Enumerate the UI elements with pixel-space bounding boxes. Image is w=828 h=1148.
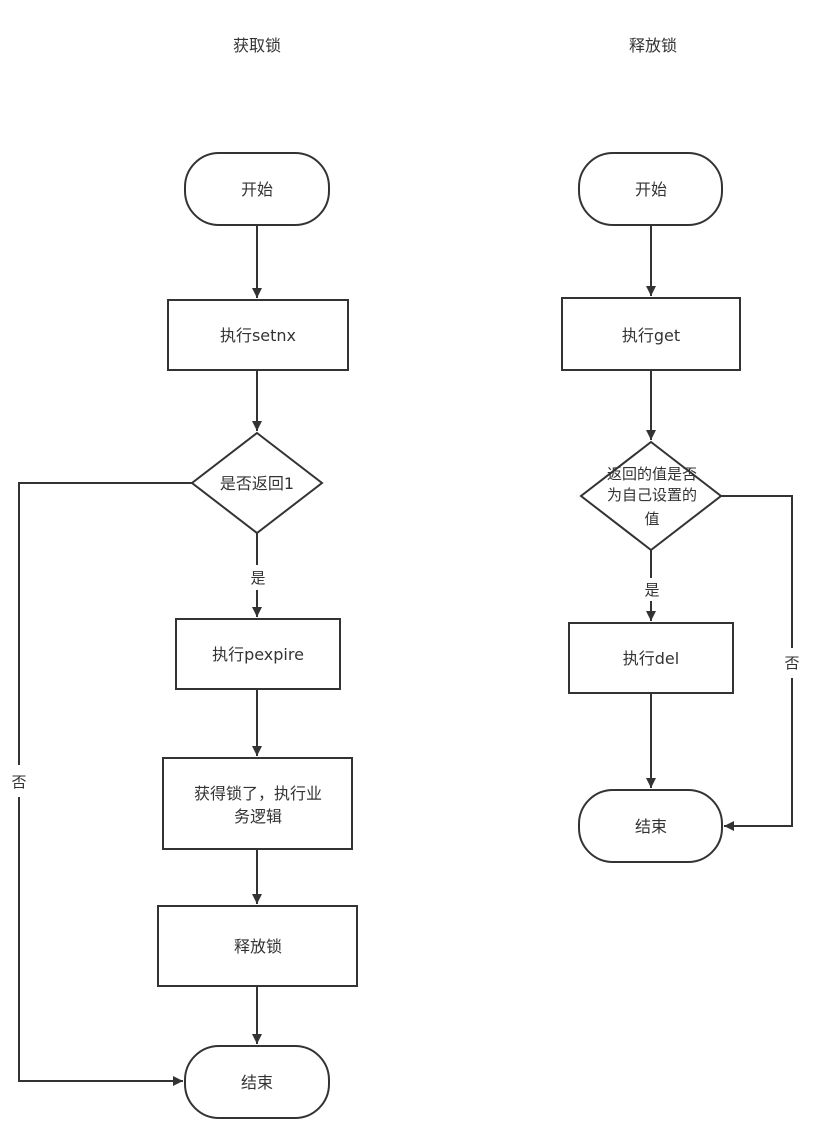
acquire-release-label: 释放锁 bbox=[234, 937, 282, 956]
release-check-label-line2: 为自己设置的 bbox=[607, 486, 697, 504]
acquire-setnx-label: 执行setnx bbox=[220, 326, 296, 345]
acquire-no-line-top bbox=[18, 482, 192, 765]
acquire-no-label: 否 bbox=[11, 773, 26, 791]
acquire-pexpire-label: 执行pexpire bbox=[212, 645, 304, 664]
release-check-node: 返回的值是否 为自己设置的 值 bbox=[579, 440, 723, 552]
release-end-label: 结束 bbox=[635, 817, 667, 836]
release-check-label-line3: 值 bbox=[644, 510, 659, 528]
acquire-title: 获取锁 bbox=[233, 36, 281, 55]
release-start-label: 开始 bbox=[635, 180, 667, 199]
release-title: 释放锁 bbox=[629, 36, 677, 55]
release-check-label-line1: 返回的值是否 bbox=[607, 465, 697, 483]
acquire-release-node: 释放锁 bbox=[157, 905, 358, 987]
release-no-line-top bbox=[721, 495, 793, 648]
acquire-start-label: 开始 bbox=[241, 180, 273, 199]
acquire-business-label-line1: 获得锁了，执行业 bbox=[194, 784, 322, 803]
release-get-node: 执行get bbox=[561, 297, 741, 371]
release-no-label: 否 bbox=[784, 654, 799, 672]
acquire-check-node: 是否返回1 bbox=[190, 431, 324, 535]
release-start-node: 开始 bbox=[578, 152, 723, 226]
acquire-end-label: 结束 bbox=[241, 1073, 273, 1092]
acquire-no-arrow bbox=[18, 797, 183, 1086]
release-del-label: 执行del bbox=[623, 649, 679, 668]
acquire-yes-label: 是 bbox=[250, 569, 265, 587]
acquire-business-label-line2: 务逻辑 bbox=[234, 807, 282, 826]
acquire-start-node: 开始 bbox=[184, 152, 330, 226]
acquire-pexpire-node: 执行pexpire bbox=[175, 618, 341, 690]
release-end-node: 结束 bbox=[578, 789, 723, 863]
acquire-check-label: 是否返回1 bbox=[220, 474, 294, 493]
acquire-business-node: 获得锁了，执行业 务逻辑 bbox=[162, 757, 353, 850]
release-del-node: 执行del bbox=[568, 622, 734, 694]
acquire-setnx-node: 执行setnx bbox=[167, 299, 349, 371]
release-no-arrow bbox=[724, 678, 793, 831]
release-yes-label: 是 bbox=[644, 581, 659, 599]
acquire-end-node: 结束 bbox=[184, 1045, 330, 1119]
release-get-label: 执行get bbox=[622, 326, 680, 345]
